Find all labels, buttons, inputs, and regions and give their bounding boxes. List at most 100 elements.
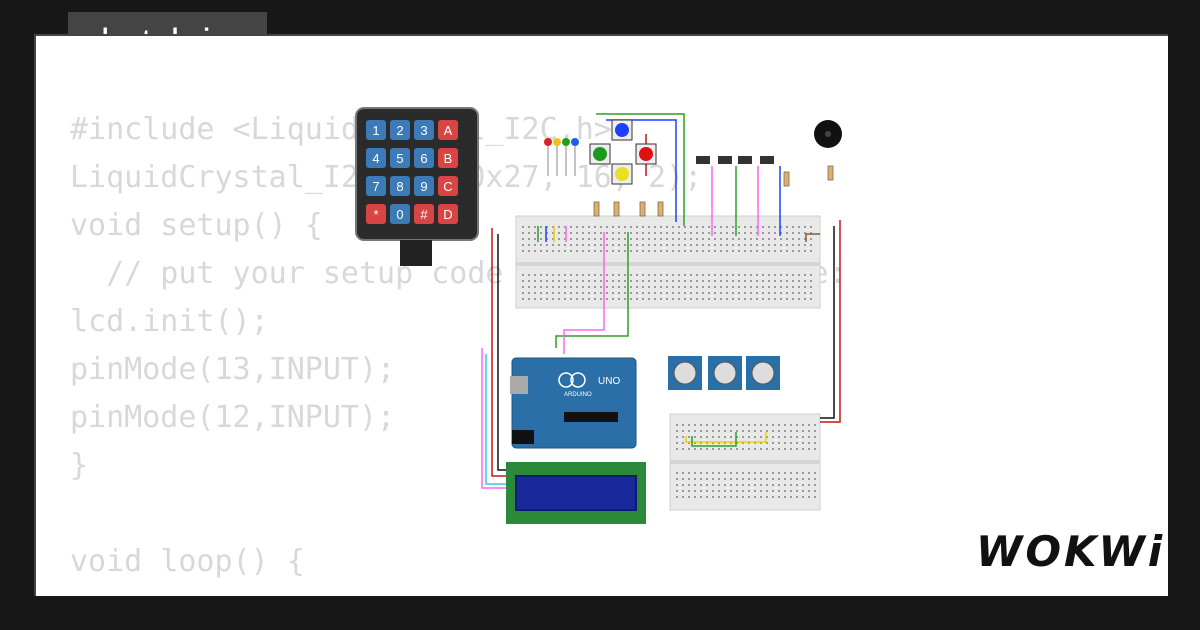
breadboard-hole (600, 244, 602, 246)
breadboard-hole (588, 280, 590, 282)
breadboard-hole (732, 232, 734, 234)
breadboard-hole (790, 442, 792, 444)
breadboard-hole (694, 478, 696, 480)
breadboard-hole (810, 226, 812, 228)
breadboard-hole (712, 436, 714, 438)
breadboard-hole (798, 274, 800, 276)
breadboard-hole (714, 226, 716, 228)
breadboard-hole (802, 484, 804, 486)
breadboard-hole (684, 238, 686, 240)
breadboard-hole (540, 250, 542, 252)
breadboard-hole (682, 424, 684, 426)
breadboard-hole (808, 472, 810, 474)
breadboard-hole (576, 238, 578, 240)
breadboard-hole (718, 424, 720, 426)
breadboard-hole (624, 280, 626, 282)
breadboard-hole (618, 250, 620, 252)
breadboard-hole (808, 436, 810, 438)
breadboard-hole (808, 490, 810, 492)
breadboard-hole (672, 280, 674, 282)
breadboard-hole (720, 286, 722, 288)
keypad-key-label: 0 (396, 207, 403, 222)
breadboard-hole (636, 226, 638, 228)
breadboard-hole (742, 448, 744, 450)
breadboard-hole (570, 250, 572, 252)
potentiometer-knob (751, 361, 775, 385)
breadboard-hole (682, 484, 684, 486)
breadboard-hole (666, 232, 668, 234)
breadboard-hole (804, 226, 806, 228)
breadboard-hole (772, 424, 774, 426)
breadboard-hole (576, 226, 578, 228)
breadboard-hole (778, 496, 780, 498)
breadboard-hole (648, 292, 650, 294)
breadboard-hole (730, 478, 732, 480)
breadboard-hole (552, 244, 554, 246)
breadboard-hole (582, 250, 584, 252)
breadboard-hole (690, 238, 692, 240)
breadboard-hole (600, 232, 602, 234)
keypad-key-label: 8 (396, 179, 403, 194)
breadboard-hole (738, 286, 740, 288)
breadboard-hole (582, 280, 584, 282)
breadboard-hole (648, 286, 650, 288)
breadboard-hole (766, 472, 768, 474)
breadboard-hole (720, 250, 722, 252)
breadboard-hole (720, 298, 722, 300)
breadboard-hole (558, 250, 560, 252)
breadboard-hole (624, 274, 626, 276)
breadboard-top (515, 215, 821, 309)
breadboard-hole (540, 280, 542, 282)
breadboard-hole (714, 286, 716, 288)
breadboard-hole (796, 478, 798, 480)
breadboard-hole (810, 280, 812, 282)
breadboard-hole (618, 280, 620, 282)
breadboard-hole (814, 436, 816, 438)
breadboard-hole (690, 250, 692, 252)
breadboard-hole (760, 472, 762, 474)
breadboard-hole (730, 448, 732, 450)
breadboard-hole (798, 232, 800, 234)
breadboard-hole (724, 478, 726, 480)
breadboard-hole (564, 292, 566, 294)
breadboard-hole (672, 232, 674, 234)
breadboard-hole (600, 238, 602, 240)
breadboard-hole (774, 244, 776, 246)
breadboard-hole (814, 448, 816, 450)
code-line: pinMode(12,INPUT); (70, 400, 396, 435)
breadboard-hole (796, 424, 798, 426)
breadboard-hole (748, 442, 750, 444)
breadboard-hole (766, 424, 768, 426)
breadboard-hole (522, 250, 524, 252)
breadboard-hole (666, 280, 668, 282)
breadboard-hole (540, 298, 542, 300)
breadboard-hole (754, 472, 756, 474)
breadboard-hole (612, 292, 614, 294)
breadboard-hole (748, 472, 750, 474)
breadboard-hole (636, 298, 638, 300)
breadboard-hole (642, 232, 644, 234)
breadboard-hole (696, 298, 698, 300)
breadboard-hole (540, 274, 542, 276)
breadboard-hole (702, 244, 704, 246)
breadboard-hole (522, 238, 524, 240)
breadboard-hole (810, 232, 812, 234)
breadboard-hole (778, 436, 780, 438)
breadboard-hole (676, 490, 678, 492)
breadboard-hole (694, 472, 696, 474)
breadboard-hole (750, 298, 752, 300)
breadboard-hole (766, 430, 768, 432)
breadboard-hole (672, 286, 674, 288)
breadboard-hole (528, 274, 530, 276)
breadboard-hole (778, 490, 780, 492)
breadboard-hole (690, 298, 692, 300)
breadboard-hole (748, 484, 750, 486)
breadboard-hole (736, 442, 738, 444)
breadboard-hole (756, 292, 758, 294)
breadboard-hole (768, 274, 770, 276)
breadboard-hole (676, 496, 678, 498)
breadboard-hole (594, 298, 596, 300)
led (553, 138, 561, 146)
breadboard-hole (756, 298, 758, 300)
breadboard-hole (552, 298, 554, 300)
